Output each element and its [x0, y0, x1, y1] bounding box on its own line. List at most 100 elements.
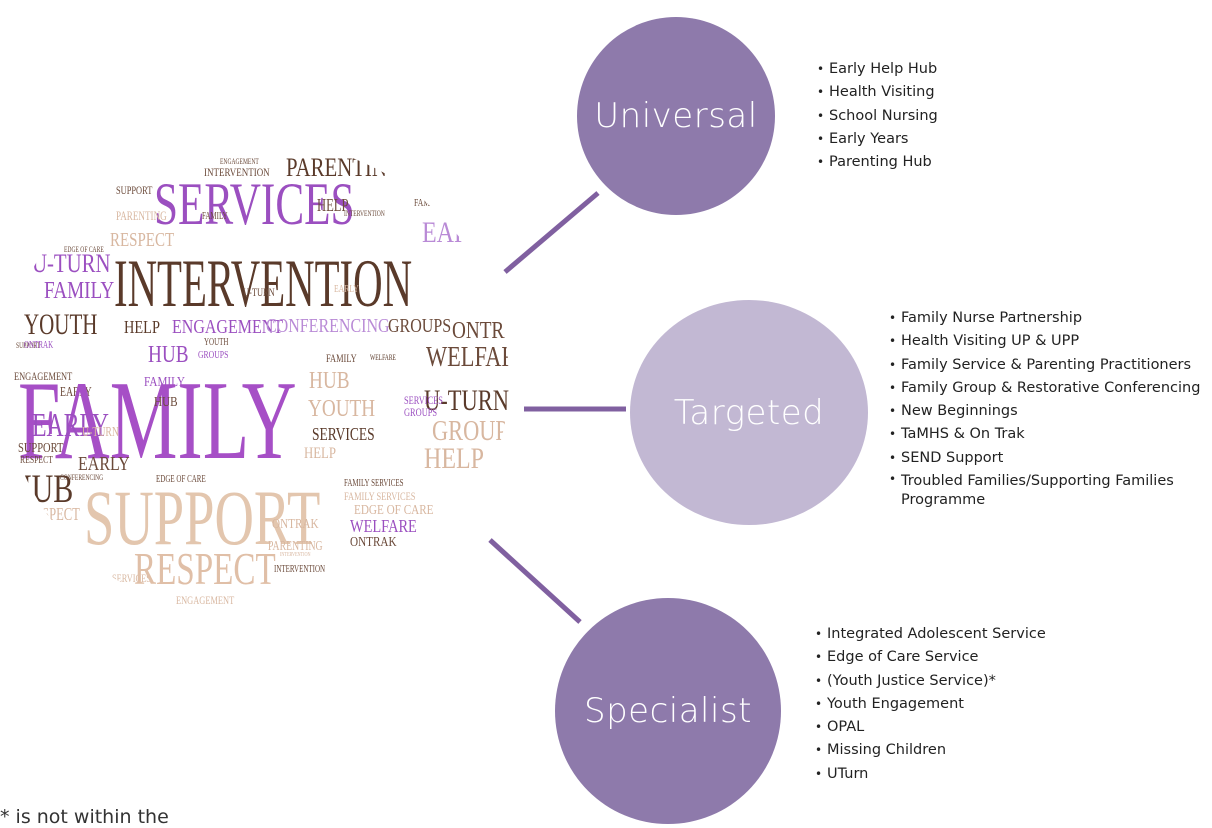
cloud-word: RESPECT [110, 228, 174, 251]
cloud-word: GROUPS [198, 350, 228, 362]
cloud-word: U-TURN [32, 250, 111, 279]
universal-label: Universal [594, 96, 758, 136]
list-item: New Beginnings [889, 400, 1209, 424]
cloud-word: SERVICES [404, 395, 443, 408]
list-item: School Nursing [817, 105, 938, 129]
cloud-word: CONFERENCING [60, 474, 103, 482]
cloud-word: GROUPS [388, 314, 451, 336]
cloud-word: GROUPS [404, 407, 437, 420]
universal-circle: Universal [577, 17, 775, 215]
cloud-word: HELP [424, 441, 484, 474]
cloud-word: FAMILY [144, 374, 185, 389]
list-item: Integrated Adolescent Service [815, 623, 1046, 647]
list-item: Family Service & Parenting Practitioners [889, 354, 1209, 378]
list-item: (Youth Justice Service)* [815, 670, 1046, 694]
cloud-word: FAMILY [18, 359, 297, 483]
cloud-word: HELP [124, 316, 160, 337]
cloud-word: GROUPS [432, 416, 509, 447]
cloud-word: PARENTING [286, 154, 402, 183]
cloud-word: EARLY [422, 215, 500, 248]
cloud-word: SUPPORT [84, 474, 320, 561]
cloud-word: ENGAGEMENT [172, 315, 283, 337]
cloud-word: FAMILY [326, 353, 357, 366]
cloud-word: PARENTING [268, 537, 323, 553]
cloud-word: WELFARE [370, 354, 396, 362]
targeted-circle: Targeted [630, 300, 868, 525]
cloud-word: YOUTH [24, 307, 97, 341]
cloud-word: FAMILY SERVICES [344, 477, 404, 489]
targeted-services-list: Family Nurse Partnership Health Visiting… [889, 307, 1209, 510]
specialist-label: Specialist [584, 691, 752, 731]
cloud-word: EDGE OF CARE [64, 246, 104, 254]
specialist-circle: Specialist [555, 598, 781, 824]
cloud-word: U-TURN [243, 287, 275, 300]
cloud-word: EARLY [32, 407, 109, 444]
cloud-word: SUPPORT [16, 342, 41, 350]
cloud-word: WELFARE [426, 342, 509, 373]
cloud-word: ONTRAK [350, 534, 397, 549]
cloud-word: EARLY [60, 383, 92, 399]
cloud-word: ENGAGEMENT [176, 595, 235, 608]
list-item: Edge of Care Service [815, 646, 1046, 670]
cloud-word: INTERVENTION [280, 551, 311, 558]
cloud-word: HUB [148, 341, 189, 368]
cloud-word: SUPPORT [116, 185, 153, 198]
list-item: Health Visiting [817, 81, 938, 105]
cloud-word: ENGAGEMENT [220, 158, 259, 166]
targeted-label: Targeted [673, 392, 825, 433]
cloud-word: ONTRAK [24, 339, 54, 351]
cloud-word: HUB [309, 367, 350, 394]
cloud-word: YOUTH [204, 336, 228, 348]
cloud-word: EDGE OF CARE [156, 473, 206, 485]
cloud-word: SUPPORT [18, 440, 64, 456]
cloud-word: EDGE OF CARE [414, 184, 469, 196]
cloud-word: ENGAGEMENT [14, 371, 73, 384]
list-item: Early Help Hub [817, 58, 938, 82]
connector-universal [503, 191, 600, 274]
cloud-word: U-TURN [424, 383, 509, 417]
cloud-word: SERVICES [154, 171, 355, 238]
cloud-word: FAMILY SERVICES [344, 491, 416, 504]
cloud-word: YOUTH [308, 395, 375, 422]
footnote: * is not within the [0, 806, 169, 828]
cloud-word: INTERVENTION [344, 210, 385, 218]
cloud-word: RESPECT [20, 455, 53, 467]
cloud-word: RESPECT [134, 543, 276, 595]
list-item: Youth Engagement [815, 693, 1046, 717]
list-item: Troubled Families/Supporting Families Pr… [889, 470, 1209, 510]
list-item: TaMHS & On Trak [889, 423, 1209, 447]
cloud-word: INTERVENTION [114, 247, 412, 322]
cloud-word: HELP [304, 445, 336, 463]
cloud-word: U-TURN [82, 423, 119, 439]
cloud-word: ONTRAK [452, 317, 509, 344]
list-item: OPAL [815, 716, 1046, 740]
list-item: Family Nurse Partnership [889, 307, 1209, 331]
word-cloud-svg: PARENTINGINTERVENTIONENGAGEMENTSERVICESS… [10, 154, 509, 608]
universal-services-list: Early Help Hub Health Visiting School Nu… [817, 58, 938, 175]
cloud-word: HUB [10, 466, 73, 511]
list-item: Health Visiting UP & UPP [889, 330, 1209, 354]
cloud-word: EARLY [78, 452, 130, 474]
list-item: UTurn [815, 763, 1046, 787]
list-item: Missing Children [815, 739, 1046, 763]
list-item: Parenting Hub [817, 151, 938, 175]
cloud-word: FAMILY [44, 277, 114, 304]
cloud-word: FAMILY SERVICES [414, 198, 480, 210]
cloud-word: EDGE OF CARE [354, 502, 434, 517]
cloud-word: PARENTING [116, 210, 167, 224]
cloud-word: INTERVENTION [274, 563, 326, 575]
list-item: Family Group & Restorative Conferencing [889, 377, 1209, 401]
list-item: Early Years [817, 128, 938, 152]
cloud-word: RESPECT [26, 505, 80, 525]
cloud-word: SERVICES [112, 573, 151, 586]
cloud-word: HELP [317, 196, 349, 216]
cloud-word: INTERVENTION [204, 167, 270, 179]
cloud-word: EARLY [334, 284, 359, 296]
specialist-services-list: Integrated Adolescent Service Edge of Ca… [815, 623, 1046, 786]
cloud-word: HUB [154, 394, 178, 409]
cloud-word: SERVICES [312, 425, 375, 444]
cloud-word: WELFARE [350, 515, 417, 536]
list-item: SEND Support [889, 447, 1209, 471]
cloud-word: CONFERENCING [266, 314, 390, 336]
